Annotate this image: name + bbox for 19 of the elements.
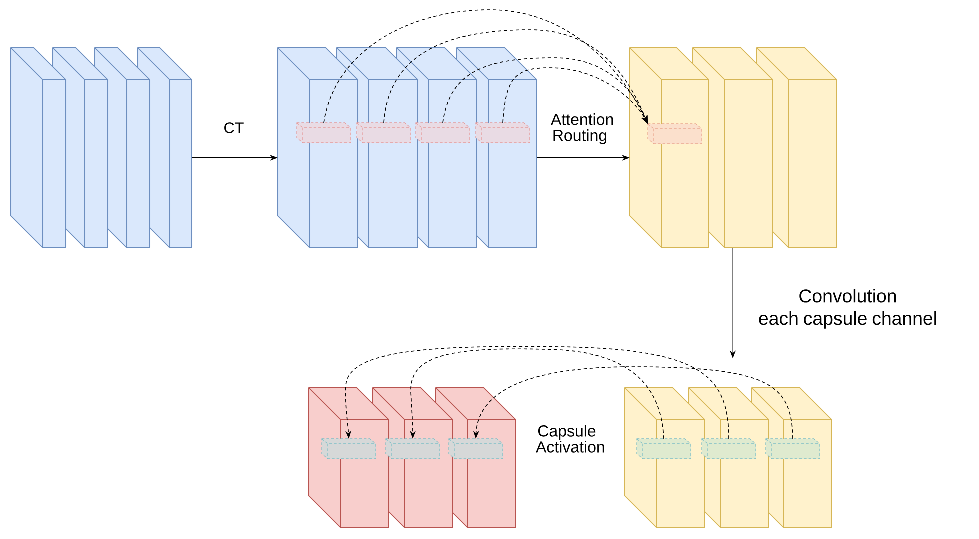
cuboid — [630, 48, 710, 248]
dashed-cuboid — [322, 438, 376, 460]
dashed-cuboid — [766, 438, 820, 460]
dashed-cuboid — [636, 438, 692, 460]
cuboid — [278, 48, 358, 248]
edge-label: Attention Routing — [551, 114, 614, 144]
dashed-arrow — [345, 346, 730, 440]
dashed-cuboid — [386, 438, 440, 460]
cuboid — [10, 48, 66, 248]
dashed-cuboid — [448, 438, 504, 460]
edge-label: Convolution each capsule channel — [759, 289, 936, 329]
text-label: Capsule Activation — [536, 425, 604, 453]
dashed-cuboid — [296, 122, 352, 144]
dashed-cuboid — [416, 122, 470, 144]
dashed-cuboid — [356, 122, 412, 144]
dashed-cuboid — [702, 438, 756, 460]
edge-label: CT — [224, 122, 244, 134]
dashed-cuboid — [648, 124, 702, 144]
dashed-cuboid — [476, 122, 530, 144]
